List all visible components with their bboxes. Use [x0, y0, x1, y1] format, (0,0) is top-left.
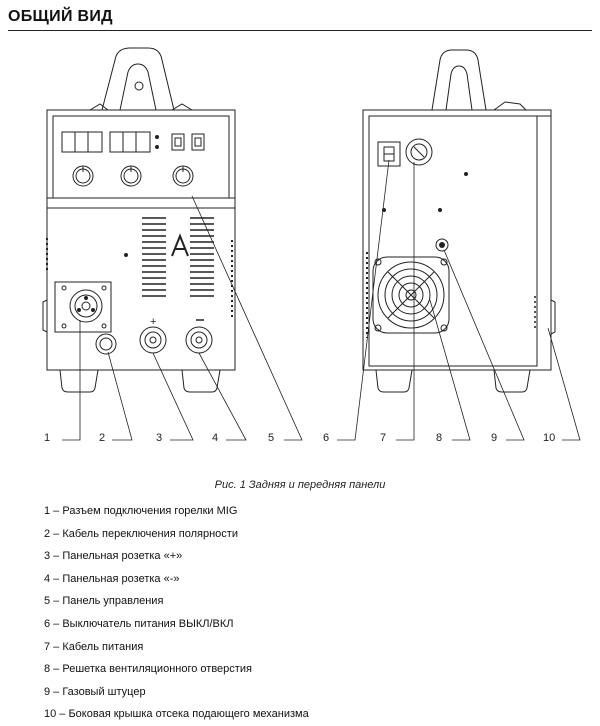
legend-item-4: 4 – Панельная розетка «-» — [44, 572, 180, 585]
front-handle — [101, 47, 175, 111]
rear-body — [362, 109, 552, 371]
side-cover — [550, 299, 556, 335]
rear-foot-left — [375, 369, 413, 393]
legend-item-10: 10 – Боковая крышка отсека подающего мех… — [44, 708, 309, 721]
front-foot-right — [181, 369, 221, 393]
callout-1: 1 — [44, 432, 50, 444]
mig-connector — [54, 281, 112, 333]
welder-drawing: + — [42, 47, 581, 444]
polarity-cable-gland — [95, 333, 117, 355]
knob-3 — [172, 165, 194, 187]
rear-foot-right — [493, 369, 531, 393]
legend-item-6: 6 – Выключатель питания ВЫКЛ/ВКЛ — [44, 617, 234, 630]
front-switch-2 — [191, 133, 205, 151]
legend-list: 1 – Разъем подключения горелки MIG 2 – К… — [44, 500, 309, 726]
front-foot-left — [59, 369, 99, 393]
brand-logo-icon — [171, 233, 189, 257]
knob-1 — [72, 165, 94, 187]
socket-minus — [185, 319, 213, 354]
figure-caption: Рис. 1 Задняя и передняя панели — [214, 479, 386, 491]
legend-item-5: 5 – Панель управления — [44, 595, 164, 608]
callout-8: 8 — [436, 432, 442, 444]
callout-6: 6 — [323, 432, 329, 444]
front-vents — [142, 217, 214, 297]
callout-9: 9 — [491, 432, 497, 444]
rear-bracket — [493, 101, 527, 111]
callout-3: 3 — [156, 432, 162, 444]
front-switch-1 — [171, 133, 185, 151]
legend-item-8: 8 – Решетка вентиляционного отверстия — [44, 663, 252, 676]
fan-grille — [372, 256, 450, 334]
knob-2 — [120, 165, 142, 187]
front-handle-inner — [119, 63, 157, 111]
plus-sign: + — [150, 316, 156, 328]
front-bracket-left — [89, 103, 109, 111]
callout-10: 10 — [543, 432, 555, 444]
front-bracket-right — [171, 103, 193, 111]
callout-5: 5 — [268, 432, 274, 444]
callout-7: 7 — [380, 432, 386, 444]
leader-lines — [62, 159, 581, 441]
gas-fitting — [435, 238, 449, 252]
power-cable-gland — [405, 138, 433, 166]
page-title: ОБЩИЙ ВИД — [8, 8, 113, 25]
legend-item-2: 2 – Кабель переключения полярности — [44, 527, 238, 540]
rear-view — [362, 49, 556, 393]
callout-2: 2 — [99, 432, 105, 444]
legend-item-7: 7 – Кабель питания — [44, 640, 144, 653]
socket-plus: + — [139, 316, 167, 354]
front-view: + — [42, 47, 236, 393]
legend-item-1: 1 – Разъем подключения горелки MIG — [44, 505, 238, 517]
handle-hole — [134, 81, 144, 91]
title-divider — [8, 30, 592, 31]
legend-item-3: 3 – Панельная розетка «+» — [44, 550, 183, 563]
display-right — [109, 131, 151, 153]
legend-item-9: 9 – Газовый штуцер — [44, 685, 146, 698]
callout-4: 4 — [212, 432, 218, 444]
rear-handle — [431, 49, 487, 111]
display-left — [61, 131, 103, 153]
